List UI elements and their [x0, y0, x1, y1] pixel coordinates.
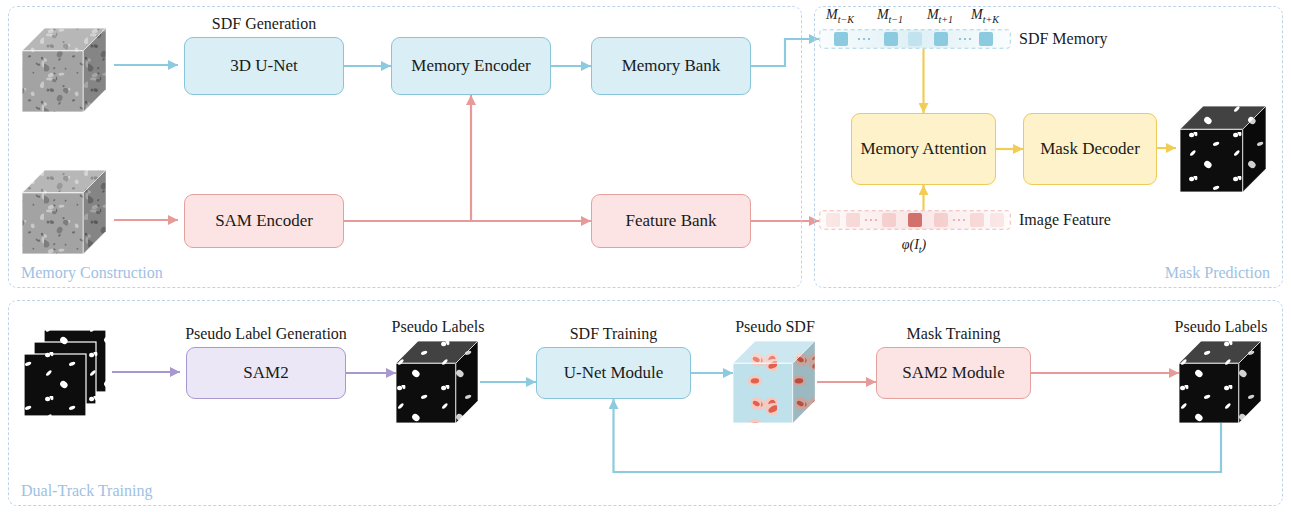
flow-connector: [922, 185, 924, 210]
process-box: SDF TrainingU-Net Module: [536, 347, 691, 399]
strip-label: SDF Memory: [1019, 30, 1107, 48]
flow-arrow: [112, 371, 180, 373]
flow-connector: [346, 372, 396, 374]
volume-heading: Pseudo SDF: [735, 318, 815, 336]
volume-node: Pseudo Labels: [396, 341, 480, 423]
volume-art: [1179, 341, 1263, 423]
box-label: Memory Attention: [854, 139, 992, 159]
panel-title: Dual-Track Training: [21, 482, 152, 500]
process-box: Memory Encoder: [391, 37, 551, 95]
process-box: Pseudo Label GenerationSAM2: [186, 347, 346, 399]
token-strip: SDF Memory: [819, 29, 1011, 49]
box-label: Feature Bank: [619, 211, 722, 231]
stage-heading: Mask Training: [907, 325, 1001, 343]
flow-connector: [817, 381, 876, 383]
flow-connector: [344, 95, 471, 221]
math-label: Mt−1: [877, 7, 903, 25]
volume-cube: [22, 170, 106, 254]
token-strip: Image Feature: [819, 210, 1011, 230]
group-panel: Dual-Track Training Pseudo Label Generati…: [8, 300, 1283, 506]
box-label: 3D U-Net: [224, 56, 304, 76]
process-box: Memory Bank: [591, 37, 751, 95]
flow-connector: [551, 65, 591, 67]
flow-arrow: [114, 64, 178, 66]
volume-heading: Pseudo Labels: [392, 318, 485, 336]
process-box: Mask Decoder: [1023, 113, 1157, 185]
token-strip-art: [819, 210, 1011, 230]
flow-connector: [996, 148, 1023, 150]
stage-heading: Pseudo Label Generation: [185, 325, 347, 343]
stage-heading: SDF Training: [570, 325, 658, 343]
volume-node: Pseudo Labels: [1179, 341, 1263, 423]
volume-cube: [22, 28, 106, 112]
group-panel: Mask Prediction SDF MemoryMemory Attentio…: [814, 6, 1283, 288]
box-label: U-Net Module: [558, 363, 670, 383]
volume-art: [396, 341, 480, 423]
process-box: SDF Generation3D U-Net: [184, 37, 344, 95]
box-label: SAM2: [237, 363, 294, 383]
math-label: Mt−K: [826, 7, 854, 25]
panel-title: Mask Prediction: [1165, 264, 1270, 282]
volume-heading: Pseudo Labels: [1175, 318, 1268, 336]
stage-heading: SDF Generation: [212, 15, 316, 33]
flow-arrow: [114, 219, 178, 221]
process-box: Feature Bank: [591, 194, 751, 248]
volume-cube: [733, 341, 815, 423]
volume-art: [733, 341, 817, 423]
flow-connector: [691, 372, 733, 374]
math-label: Mt+K: [971, 7, 999, 25]
volume-node: Pseudo SDF: [733, 341, 817, 423]
box-label: SAM Encoder: [209, 211, 319, 231]
flow-connector: [1031, 372, 1179, 374]
mask-slice: [24, 354, 86, 416]
strip-label: Image Feature: [1019, 211, 1111, 229]
flow-connector: [614, 399, 1222, 472]
box-label: Memory Bank: [616, 56, 727, 76]
flow-connector: [480, 381, 536, 383]
panel-title: Memory Construction: [21, 264, 163, 282]
volume-cube: [396, 341, 478, 423]
flow-connector: [922, 49, 924, 113]
connectors: [344, 39, 1221, 472]
math-label: φ(It): [902, 237, 927, 255]
flow-connector: [344, 65, 391, 67]
volume-cube: [1179, 341, 1261, 423]
illustrations: [22, 28, 1266, 416]
math-label: Mt+1: [927, 7, 953, 25]
flow-connector: [751, 220, 819, 222]
box-label: Memory Encoder: [405, 56, 536, 76]
process-box: Mask TrainingSAM2 Module: [876, 347, 1031, 399]
process-box: SAM Encoder: [184, 194, 344, 248]
process-box: Memory Attention: [851, 113, 996, 185]
token-strip-art: [819, 29, 1011, 49]
volume-cube: [1180, 106, 1266, 192]
box-label: SAM2 Module: [896, 363, 1010, 383]
box-label: Mask Decoder: [1034, 139, 1146, 159]
group-panel: Memory ConstructionSDF Generation3D U-Ne…: [8, 6, 802, 288]
flow-connector: [751, 39, 819, 66]
